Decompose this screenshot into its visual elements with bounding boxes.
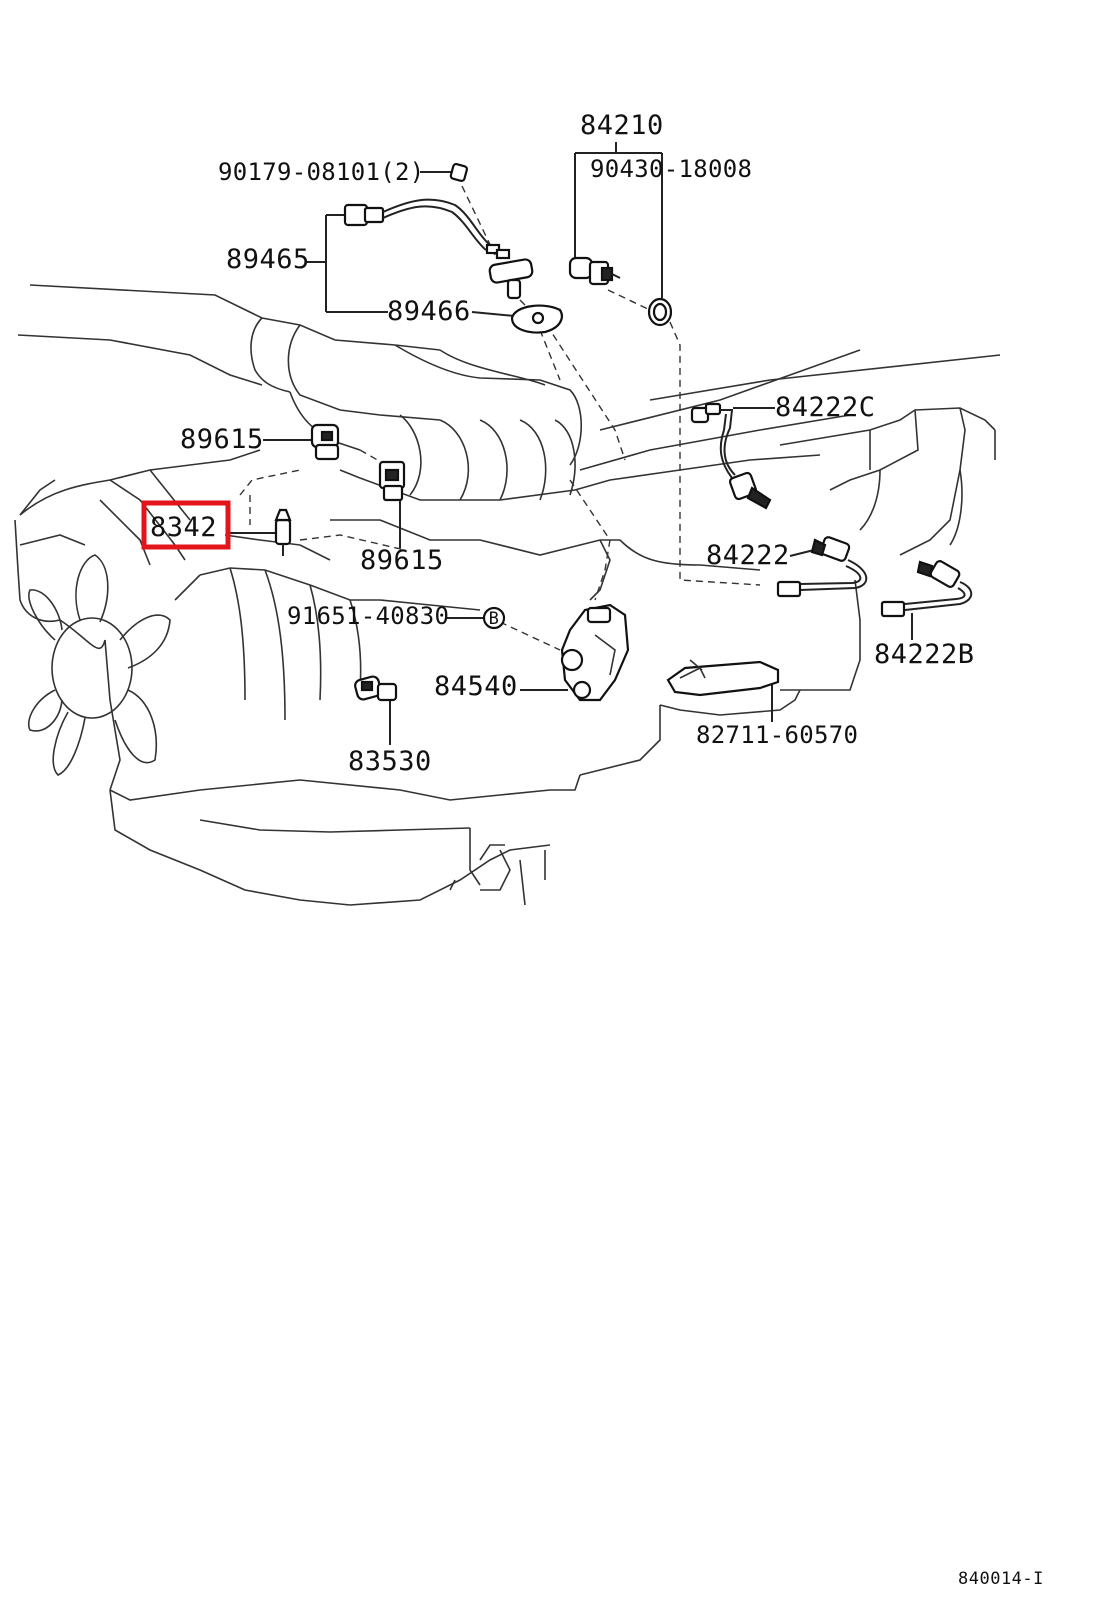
leader-lines xyxy=(228,142,913,745)
part-90179-nut[interactable] xyxy=(449,163,468,182)
label-82711-60570[interactable]: 82711-60570 xyxy=(696,721,858,749)
assembly-dash-lines xyxy=(239,185,761,651)
label-89466[interactable]: 89466 xyxy=(387,296,471,327)
label-83530[interactable]: 83530 xyxy=(348,746,432,777)
part-82711-wire-bracket[interactable] xyxy=(666,659,780,697)
label-84222[interactable]: 84222 xyxy=(706,540,790,571)
part-89465-oxygen-sensor[interactable] xyxy=(343,198,534,300)
cooling-fan xyxy=(28,554,171,776)
part-84222-sensor[interactable] xyxy=(776,536,868,598)
label-84210[interactable]: 84210 xyxy=(580,110,664,141)
label-91651-40830[interactable]: 91651-40830 xyxy=(287,602,449,630)
label-84222B[interactable]: 84222B xyxy=(874,639,975,670)
label-8342[interactable]: 8342 xyxy=(150,512,217,543)
part-84540-position-sensor[interactable] xyxy=(560,603,630,702)
engine-outline xyxy=(14,284,1001,906)
label-89465[interactable]: 89465 xyxy=(226,244,310,275)
part-83530-switch[interactable] xyxy=(354,675,398,702)
part-90430-gasket-ring[interactable] xyxy=(647,297,673,327)
label-90179-08101[interactable]: 90179-08101(2) xyxy=(218,158,425,186)
part-89615-sensor-a[interactable] xyxy=(310,423,340,461)
part-84222B-sensor[interactable] xyxy=(880,560,973,618)
label-84222C[interactable]: 84222C xyxy=(775,392,876,423)
label-90430-18008[interactable]: 90430-18008 xyxy=(590,155,752,183)
label-84540[interactable]: 84540 xyxy=(434,671,518,702)
highlight-box xyxy=(141,500,231,550)
part-89466-gasket[interactable] xyxy=(510,304,563,334)
part-84210-switch[interactable] xyxy=(568,256,621,286)
ref-b-marker: B xyxy=(482,606,506,630)
part-84222C-sensor[interactable] xyxy=(690,402,772,510)
ref-b-text: B xyxy=(489,609,500,629)
diagram-code: 840014-I xyxy=(958,1569,1044,1589)
part-89615-sensor-b[interactable] xyxy=(378,460,406,502)
label-89615-top[interactable]: 89615 xyxy=(180,424,264,455)
label-89615-bottom[interactable]: 89615 xyxy=(360,545,444,576)
part-8342-sensor[interactable] xyxy=(274,508,292,556)
part-labels: 84210 90430-18008 90179-08101(2) 89465 8… xyxy=(150,110,975,777)
